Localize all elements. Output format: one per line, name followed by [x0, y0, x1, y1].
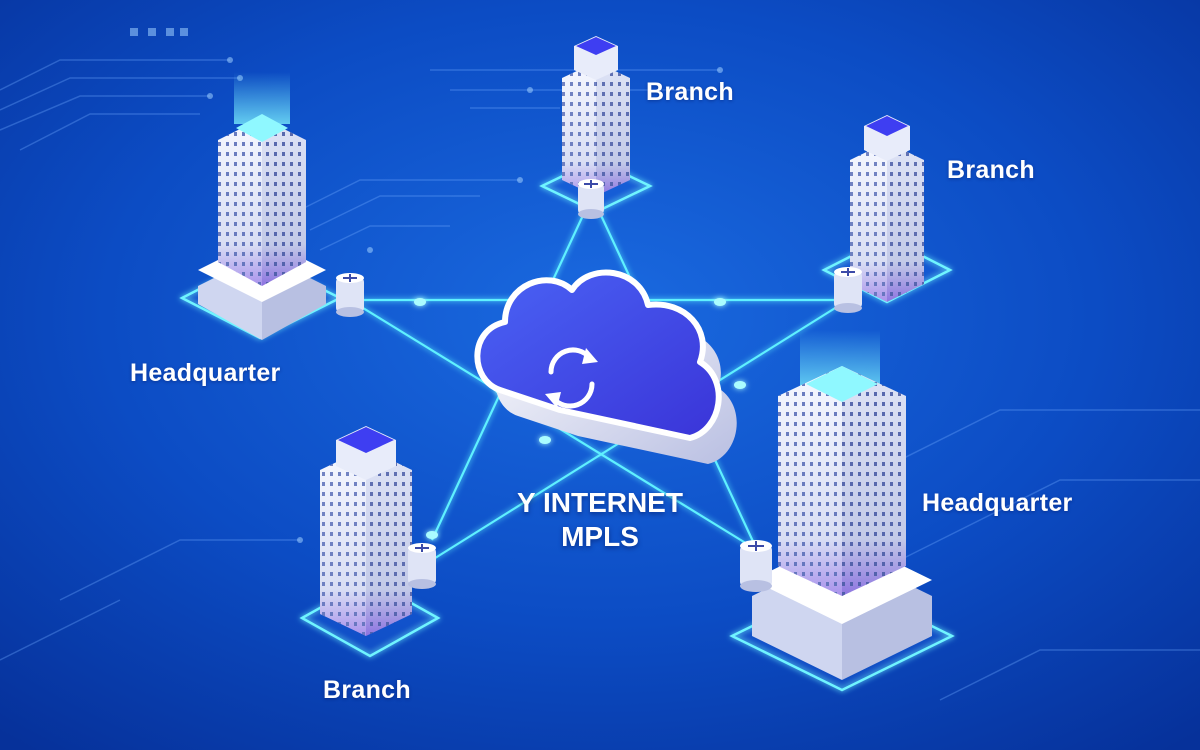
center-label-line1: Y INTERNET	[517, 487, 683, 518]
building-icon	[562, 36, 630, 196]
building-icon	[198, 114, 326, 340]
building-icon	[320, 426, 412, 636]
cloud-icon	[474, 269, 737, 464]
label-branch-top: Branch	[646, 78, 734, 106]
center-label: Y INTERNET MPLS	[490, 486, 710, 554]
sync-arrows-icon	[545, 347, 598, 409]
building-icon	[850, 115, 924, 302]
building-icon	[752, 366, 932, 680]
router-icon	[408, 543, 436, 589]
label-headquarter-left: Headquarter	[130, 359, 281, 387]
center-label-line2: MPLS	[561, 521, 639, 552]
label-branch-right: Branch	[947, 156, 1035, 184]
router-icon	[834, 267, 862, 313]
label-headquarter-right: Headquarter	[922, 489, 1073, 517]
router-icon	[578, 179, 604, 219]
label-branch-bottom: Branch	[323, 676, 411, 704]
circuit-traces	[0, 59, 1200, 701]
trace-dots	[130, 28, 723, 543]
router-icon	[336, 273, 364, 317]
router-icon	[740, 540, 772, 592]
